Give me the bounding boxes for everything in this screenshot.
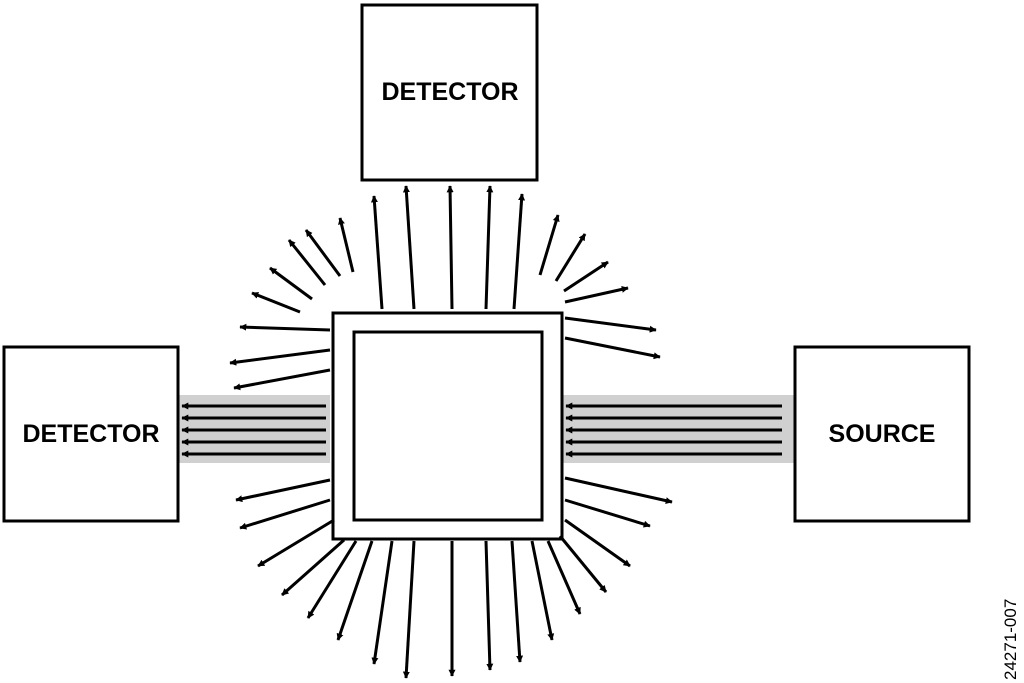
scatter-arrow — [563, 260, 609, 293]
incident-beam-arrows — [565, 402, 782, 458]
top-detector-box: DETECTOR — [360, 3, 539, 182]
scatter-arrow — [564, 316, 657, 333]
scatter-arrow — [239, 498, 331, 530]
scatter-arrow — [371, 540, 394, 665]
top-detector-label: DETECTOR — [381, 78, 518, 106]
scatter-arrow — [338, 217, 355, 273]
scatter-arrow — [538, 214, 560, 276]
left-detector-label: DETECTOR — [22, 420, 159, 448]
scatter-arrow — [510, 540, 524, 663]
scatter-arrow — [235, 478, 331, 503]
scatter-arrow — [370, 195, 384, 310]
source-label: SOURCE — [829, 420, 936, 448]
scatter-arrow — [287, 239, 327, 286]
scatter-arrow — [558, 535, 608, 593]
scatter-arrow — [564, 518, 631, 568]
scatter-arrow — [304, 229, 342, 277]
scatter-arrow — [269, 266, 313, 301]
scatter-arrow — [257, 518, 335, 568]
source-box: SOURCE — [793, 345, 971, 523]
scatter-arrow — [564, 498, 651, 528]
scatter-arrow — [233, 368, 331, 391]
sample-block — [331, 311, 564, 541]
scatter-arrow — [402, 185, 416, 310]
scatter-arrow — [229, 348, 331, 366]
scatter-arrow — [251, 291, 301, 314]
scatter-arrow — [336, 540, 374, 641]
scatter-arrow — [402, 540, 416, 679]
scatter-arrow — [564, 336, 661, 360]
scattered-light-arrows — [229, 185, 673, 679]
transmitted-beam-arrows — [181, 402, 326, 458]
scatter-arrow — [446, 185, 454, 310]
scatter-arrow — [281, 538, 345, 597]
scatter-arrow — [484, 540, 494, 671]
scatter-arrow — [554, 233, 587, 282]
left-detector-box: DETECTOR — [2, 345, 180, 523]
scatter-arrow — [512, 193, 526, 310]
scatter-arrow — [484, 185, 494, 310]
scatter-arrow — [564, 476, 673, 505]
scatter-arrow — [564, 285, 629, 304]
figure-id: 24271-007 — [1001, 599, 1020, 680]
scatter-arrow — [546, 540, 582, 615]
scatter-arrow — [239, 323, 331, 332]
scatter-arrow — [306, 540, 358, 619]
scatter-arrow — [530, 540, 555, 641]
